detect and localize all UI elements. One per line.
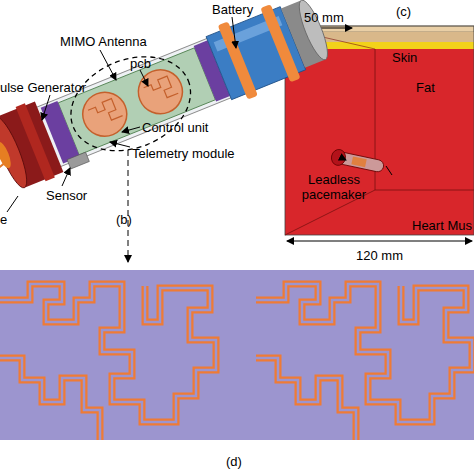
capsule-pacemaker [0,0,337,213]
part-label: Control unit [142,120,208,135]
part-label: MIMO Antenna [60,34,147,49]
part-label: pcb [130,56,151,71]
layer-label: Heart Mus [412,218,472,233]
part-label: e [0,212,7,227]
leader-lines [7,17,236,262]
antenna-layout [0,270,474,440]
panel-label: (b) [116,212,132,227]
layer-label: Skin [392,50,417,65]
dimension-label: 120 mm [356,248,403,263]
part-label: Telemetry module [132,146,235,161]
part-label: Leadless pacemaker [296,172,372,202]
part-label: ulse Generator [0,80,86,95]
layer-label: Fat [416,80,435,95]
dimension-label: 50 mm [304,10,344,25]
panel-label: (c) [396,4,411,19]
part-label: Battery [212,2,253,17]
panel-label: (d) [226,454,242,469]
part-label: Sensor [46,188,87,203]
